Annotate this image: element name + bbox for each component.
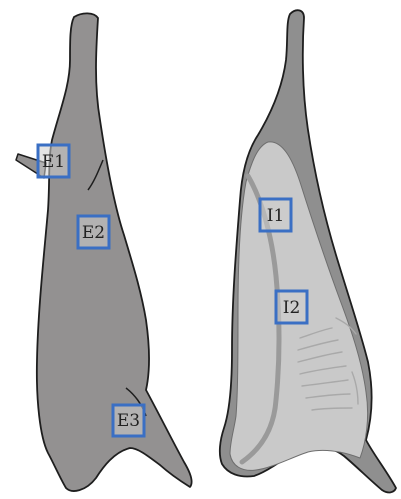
marker-e2-label: E2 bbox=[82, 223, 105, 243]
marker-i1: I1 bbox=[260, 199, 291, 231]
marker-i1-label: I1 bbox=[267, 206, 285, 226]
marker-e2: E2 bbox=[78, 216, 109, 248]
exterior-view: E1 E2 E3 bbox=[16, 13, 192, 491]
interior-view: I1 I2 bbox=[220, 10, 396, 492]
marker-e3: E3 bbox=[113, 405, 144, 436]
marker-e1: E1 bbox=[38, 145, 69, 177]
marker-i2-label: I2 bbox=[283, 298, 301, 318]
marker-e1-label: E1 bbox=[42, 152, 65, 172]
marker-i2: I2 bbox=[276, 291, 307, 323]
marker-e3-label: E3 bbox=[117, 411, 140, 431]
